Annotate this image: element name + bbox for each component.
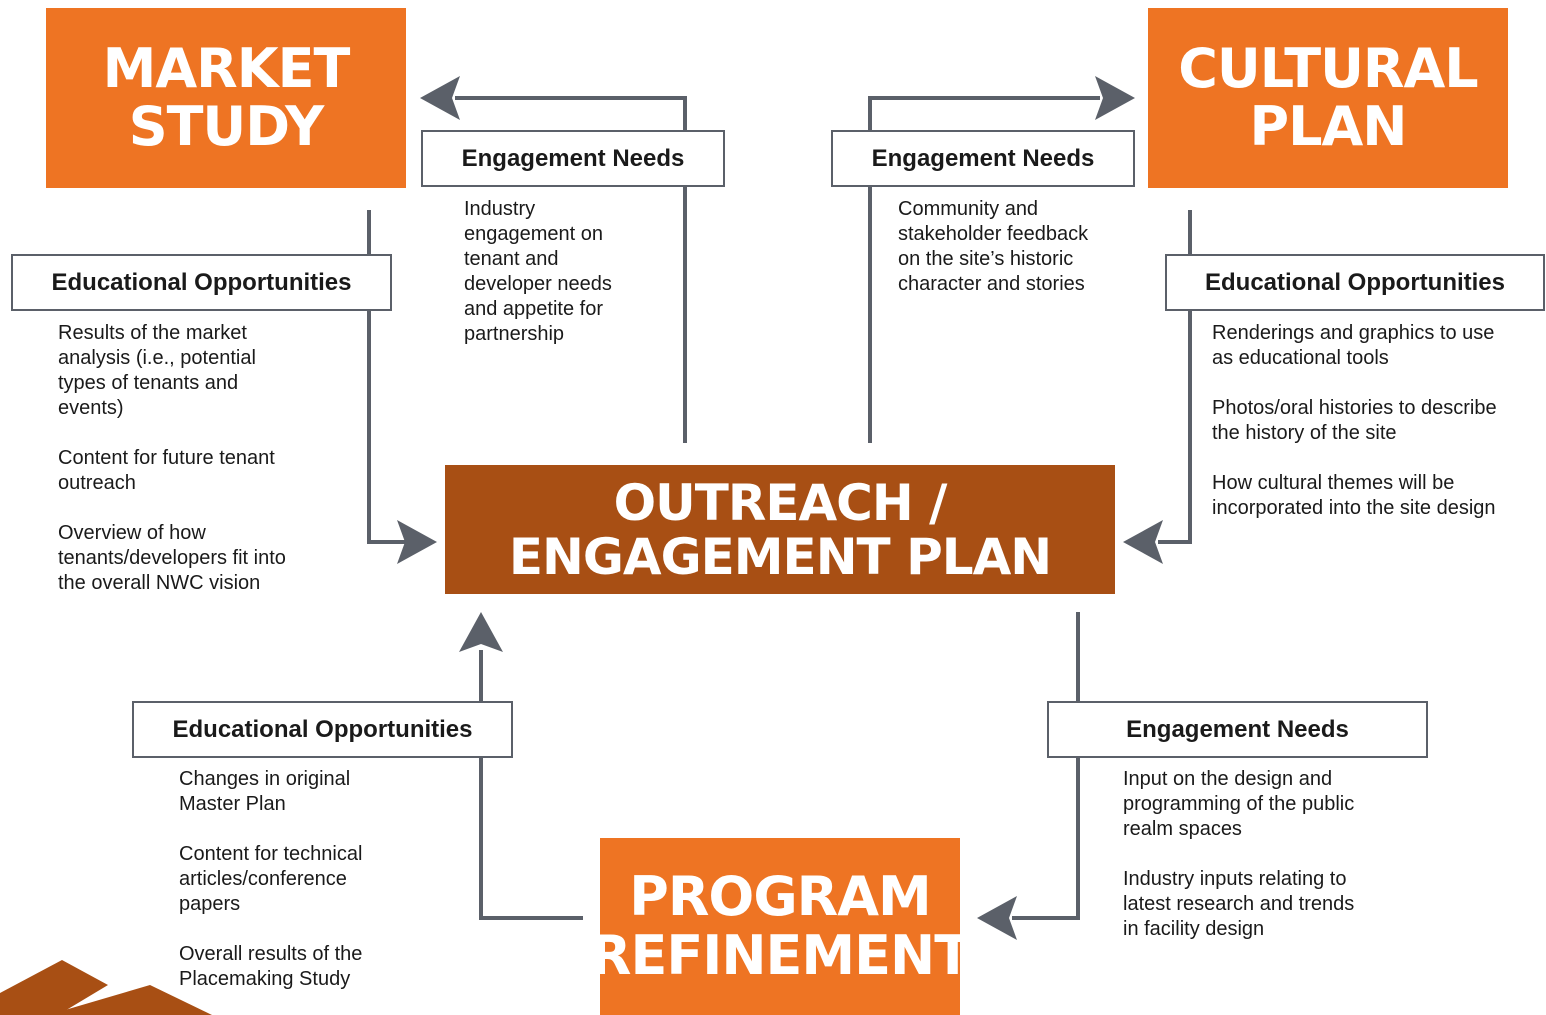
paragraph: Industry inputs relating to latest resea…	[1123, 867, 1354, 942]
market-educational-text: Results of the market analysis (i.e., po…	[58, 321, 286, 596]
cultural-educational-text: Renderings and graphics to use as educat…	[1212, 321, 1497, 521]
text-line: Placemaking Study	[179, 968, 351, 990]
market-study-line-2: STUDY	[128, 95, 325, 158]
paragraph: Renderings and graphics to use as educat…	[1212, 321, 1497, 371]
text-line: Changes in original	[179, 768, 351, 790]
arrowhead-right-outreach-left	[397, 520, 437, 564]
text-line: in facility design	[1123, 918, 1265, 940]
text-line: latest research and trends	[1123, 893, 1355, 915]
text-line: on the site’s historic	[898, 248, 1074, 270]
cultural-educational-opportunities-label: Educational Opportunities	[1165, 254, 1545, 311]
text-line: Content for technical	[179, 843, 363, 865]
text-line: Community and	[898, 198, 1039, 220]
text-line: papers	[179, 893, 241, 915]
text-line: character and stories	[898, 273, 1085, 295]
market-study-box: MARKET STUDY	[46, 8, 406, 188]
text-line: tenants/developers fit into	[58, 547, 286, 569]
paragraph: Overview of how tenants/developers fit i…	[58, 521, 286, 596]
market-engagement-needs-label: Engagement Needs	[421, 130, 725, 187]
connector-market-engagement	[455, 96, 687, 443]
text-line: analysis (i.e., potential	[58, 347, 256, 369]
cultural-plan-line-1: CULTURAL	[1178, 36, 1478, 100]
text-line: Industry	[464, 198, 536, 220]
text-line: engagement on	[464, 223, 604, 245]
connector-cultural-engagement	[868, 96, 1100, 443]
arrowhead-left-outreach-right	[1123, 520, 1163, 564]
program-educational-opportunities-label: Educational Opportunities	[132, 701, 513, 758]
text-line: the overall NWC vision	[58, 572, 261, 594]
connector-cultural-educational	[1158, 210, 1192, 544]
paragraph: Photos/oral histories to describe the hi…	[1212, 396, 1497, 446]
cultural-engagement-text: Community and stakeholder feedback on th…	[898, 197, 1088, 297]
paragraph: Results of the market analysis (i.e., po…	[58, 321, 286, 421]
text-line: realm spaces	[1123, 818, 1242, 840]
arrowhead-left-program	[977, 896, 1017, 940]
text-line: Photos/oral histories to describe	[1212, 397, 1497, 419]
arrowhead-right-cultural	[1095, 76, 1135, 120]
arrowhead-left-market	[420, 76, 460, 120]
outreach-engagement-plan-title: OUTREACH / ENGAGEMENT PLAN	[508, 473, 1052, 586]
text-line: Input on the design and	[1123, 768, 1333, 790]
paragraph: Overall results of the Placemaking Study	[179, 942, 362, 992]
market-study-line-1: MARKET	[102, 36, 351, 100]
cultural-engagement-needs-label: Engagement Needs	[831, 130, 1135, 187]
text-line: stakeholder feedback	[898, 223, 1089, 245]
cultural-plan-line-2: PLAN	[1249, 95, 1408, 158]
paragraph: Input on the design and programming of t…	[1123, 767, 1354, 842]
text-line: incorporated into the site design	[1212, 497, 1496, 519]
program-educational-text: Changes in original Master Plan Content …	[179, 767, 362, 992]
text-line: Overall results of the	[179, 943, 363, 965]
text-line: tenant and	[464, 248, 559, 270]
text-line: Industry inputs relating to	[1123, 868, 1347, 890]
text-line: developer needs	[464, 273, 612, 295]
text-line: Master Plan	[179, 793, 286, 815]
text-line: events)	[58, 397, 124, 419]
text-line: outreach	[58, 472, 136, 494]
text-line: How cultural themes will be	[1212, 472, 1455, 494]
connector-market-educational	[367, 210, 405, 544]
paragraph: Content for future tenant outreach	[58, 446, 286, 496]
market-engagement-text: Industry engagement on tenant and develo…	[464, 197, 612, 347]
program-engagement-text: Input on the design and programming of t…	[1123, 767, 1354, 942]
market-educational-opportunities-label: Educational Opportunities	[11, 254, 392, 311]
arrowhead-up-outreach	[459, 612, 503, 652]
text-line: Content for future tenant	[58, 447, 275, 469]
program-refinement-line-2: REFINEMENT	[589, 923, 971, 987]
paragraph: Content for technical articles/conferenc…	[179, 842, 362, 917]
text-line: partnership	[464, 323, 565, 345]
program-engagement-needs-label: Engagement Needs	[1047, 701, 1428, 758]
program-refinement-box: PROGRAM REFINEMENT	[590, 838, 971, 1015]
outreach-engagement-plan-box: OUTREACH / ENGAGEMENT PLAN	[445, 465, 1115, 594]
text-line: Overview of how	[58, 522, 206, 544]
text-line: the history of the site	[1212, 422, 1397, 444]
text-line: programming of the public	[1123, 793, 1355, 815]
text-line: articles/conference	[179, 868, 347, 890]
text-line: Renderings and graphics to use	[1212, 322, 1495, 344]
program-refinement-line-1: PROGRAM	[629, 865, 931, 929]
paragraph: Changes in original Master Plan	[179, 767, 362, 817]
cultural-plan-box: CULTURAL PLAN	[1148, 8, 1508, 188]
paragraph: How cultural themes will be incorporated…	[1212, 471, 1497, 521]
text-line: as educational tools	[1212, 347, 1389, 369]
text-line: Results of the market	[58, 322, 247, 344]
text-line: types of tenants and	[58, 372, 239, 394]
text-line: and appetite for	[464, 298, 603, 320]
